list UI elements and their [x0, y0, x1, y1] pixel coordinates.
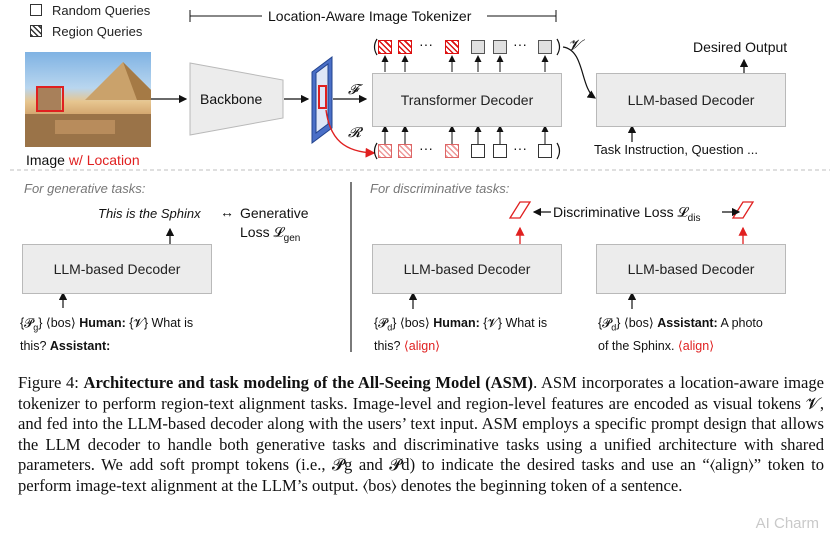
legend-region-label: Region Queries	[52, 24, 143, 39]
watermark: AI Charm	[755, 515, 819, 532]
discriminative-loss: Discriminative Loss 𝓛dis	[553, 204, 701, 224]
loss-arrows	[722, 207, 741, 217]
figure-caption: Figure 4: Architecture and task modeling…	[18, 373, 824, 495]
f-symbol: 𝓕	[348, 81, 359, 97]
region-query	[378, 144, 392, 158]
random-query	[471, 144, 485, 158]
transformer-decoder: Transformer Decoder	[372, 73, 562, 127]
llm-decoder-generative: LLM-based Decoder	[22, 244, 212, 294]
region-token	[445, 40, 459, 54]
ellipsis: ···	[513, 36, 527, 52]
ellipsis: ···	[513, 140, 527, 156]
sphinx-output: This is the Sphinx	[98, 206, 201, 221]
desired-output-label: Desired Output	[693, 39, 788, 55]
ellipsis: ···	[419, 36, 433, 52]
region-token	[378, 40, 392, 54]
backbone-block	[189, 62, 284, 136]
generative-loss: Generative Loss 𝓛gen	[240, 205, 309, 244]
generative-prompt: {𝓟g} ⟨bos⟩ Human: {𝓥} What is this? Assi…	[20, 316, 194, 353]
random-token	[493, 40, 507, 54]
region-query-legend-icon	[30, 25, 42, 37]
backbone-label: Backbone	[200, 91, 263, 107]
region-query	[445, 144, 459, 158]
ellipsis: ···	[419, 140, 433, 156]
sphinx-image	[25, 52, 151, 147]
region-token	[398, 40, 412, 54]
random-query	[493, 144, 507, 158]
llm-decoder-disc-1: LLM-based Decoder	[372, 244, 562, 294]
random-token	[538, 40, 552, 54]
llm-decoder-disc-2: LLM-based Decoder	[596, 244, 786, 294]
random-token	[471, 40, 485, 54]
task-instruction-label: Task Instruction, Question ...	[594, 142, 759, 157]
discriminative-prompt-2: {𝓟d} ⟨bos⟩ Assistant: A photo of the Sph…	[598, 316, 763, 353]
tokenizer-title: Location-Aware Image Tokenizer	[268, 8, 472, 24]
r-symbol: 𝓡	[348, 124, 362, 140]
llm-decoder-top: LLM-based Decoder	[596, 73, 786, 127]
bidirectional-arrow: ↔	[220, 204, 234, 220]
diagram-connectors	[10, 10, 830, 352]
legend-random-label: Random Queries	[52, 3, 151, 18]
random-query	[538, 144, 552, 158]
region-box	[36, 86, 64, 112]
image-caption: Image w/ Location	[26, 152, 140, 168]
v-symbol: 𝓥	[568, 37, 581, 54]
random-query-legend-icon	[30, 4, 42, 16]
region-query	[398, 144, 412, 158]
generative-title: For generative tasks:	[24, 181, 146, 196]
discriminative-title: For discriminative tasks:	[370, 181, 510, 196]
discriminative-prompt-1: {𝓟d} ⟨bos⟩ Human: {𝓥} What is this? ⟨ali…	[374, 316, 548, 353]
